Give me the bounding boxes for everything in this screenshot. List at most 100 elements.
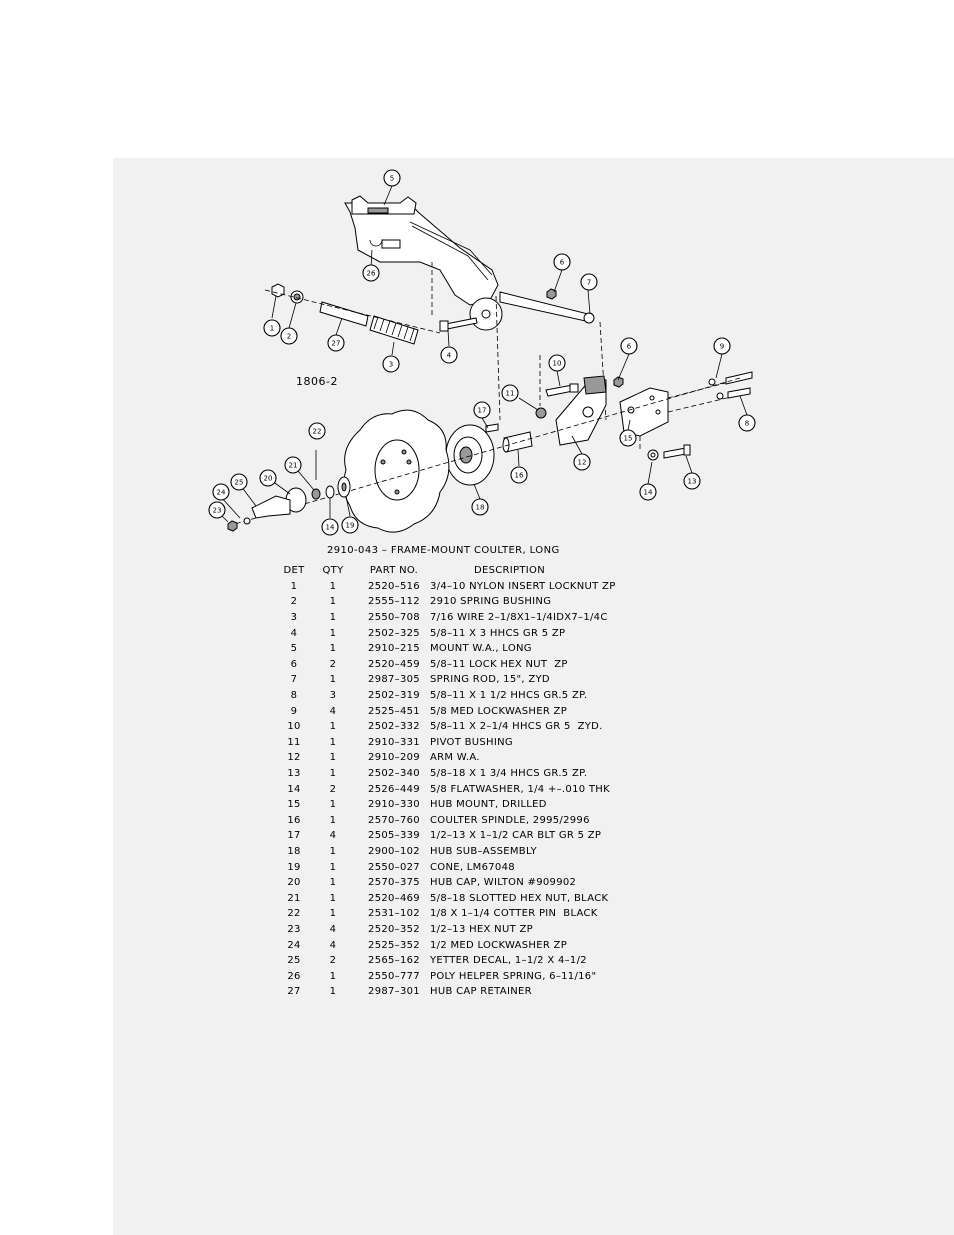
callout-bubble [713, 337, 731, 355]
callout-number: 19 [346, 522, 355, 530]
row-qty: 1 [329, 674, 337, 686]
row-qty: 1 [329, 845, 337, 857]
row-qty: 1 [329, 799, 337, 811]
row-part-no: 2550–708 [368, 612, 420, 624]
row-part-no: 2550–777 [368, 970, 420, 982]
row-qty: 1 [329, 970, 337, 982]
callout-bubble [501, 384, 519, 402]
row-description: POLY HELPER SPRING, 6–11/16" [430, 970, 597, 982]
callout-number: 13 [688, 478, 697, 486]
callout-number: 17 [478, 407, 487, 415]
row-part-no: 2502–325 [368, 627, 420, 639]
row-qty: 1 [329, 612, 337, 624]
parts-table-header: DET QTY PART NO. DESCRIPTION [280, 563, 734, 579]
row-det: 7 [290, 674, 298, 686]
row-qty: 1 [329, 721, 337, 733]
callout-number: 23 [213, 507, 222, 515]
callout-bubble [263, 319, 281, 337]
row-det: 14 [287, 783, 301, 795]
hub-mount-drawing [619, 387, 669, 437]
row-qty: 1 [329, 627, 337, 639]
row-description: 1/8 X 1–1/4 COTTER PIN BLACK [430, 908, 598, 920]
row-part-no: 2555–112 [368, 596, 420, 608]
row-part-no: 2526–449 [368, 783, 420, 795]
callout-bubble [548, 354, 566, 372]
row-part-no: 2910–215 [368, 643, 420, 655]
callout-number: 8 [745, 420, 749, 428]
callout-bubble [580, 273, 598, 291]
row-det: 11 [287, 736, 301, 748]
row-description: PIVOT BUSHING [430, 736, 513, 748]
row-det: 26 [287, 970, 301, 982]
col-header-det: DET [283, 565, 305, 577]
row-det: 15 [287, 799, 301, 811]
row-description: 1/2–13 X 1–1/2 CAR BLT GR 5 ZP [430, 830, 602, 842]
row-det: 18 [287, 845, 301, 857]
row-qty: 1 [329, 580, 337, 592]
row-det: 22 [287, 908, 301, 920]
callout-number: 12 [578, 459, 587, 467]
callout-bubble [553, 253, 571, 271]
row-qty: 4 [329, 939, 337, 951]
callout-bubble [383, 169, 401, 187]
row-part-no: 2910–331 [368, 736, 420, 748]
row-description: ARM W.A. [430, 752, 480, 764]
row-det: 5 [290, 643, 298, 655]
row-det: 10 [287, 721, 301, 733]
row-qty: 1 [329, 986, 337, 998]
row-qty: 3 [329, 690, 337, 702]
parts-table-title: 2910-043 – FRAME-MOUNT COULTER, LONG [327, 545, 560, 556]
callout-bubble [510, 466, 528, 484]
callout-number: 27 [332, 340, 341, 348]
row-qty: 1 [329, 861, 337, 873]
callout-number: 4 [447, 352, 452, 360]
callout-number: 21 [289, 462, 298, 470]
row-part-no: 2570–760 [368, 814, 420, 826]
row-description: 5/8–11 X 3 HHCS GR 5 ZP [430, 627, 566, 639]
callout-bubble [471, 498, 489, 516]
row-qty: 1 [329, 596, 337, 608]
page-background [113, 158, 954, 1235]
row-det: 24 [287, 939, 301, 951]
table-row: 26 1 2550–777 POLY HELPER SPRING, 6–11/16" [280, 968, 734, 984]
callout-number: 6 [560, 259, 565, 267]
row-description: 2910 SPRING BUSHING [430, 596, 552, 608]
row-qty: 1 [329, 892, 337, 904]
callout-bubble [573, 453, 591, 471]
callout-bubble [308, 422, 326, 440]
callout-bubble [284, 456, 302, 474]
row-description: 1/2–13 HEX NUT ZP [430, 923, 533, 935]
row-description: YETTER DECAL, 1–1/2 X 4–1/2 [430, 955, 587, 967]
callout-number: 25 [235, 479, 244, 487]
row-description: 5/8–11 LOCK HEX NUT ZP [430, 658, 568, 670]
row-det: 27 [287, 986, 301, 998]
callout-bubble [280, 327, 298, 345]
row-qty: 1 [329, 643, 337, 655]
callout-number: 10 [553, 360, 562, 368]
row-description: HUB SUB–ASSEMBLY [430, 845, 537, 857]
callout-bubble [619, 429, 637, 447]
spring-rod-drawing [499, 291, 591, 323]
row-description: HUB MOUNT, DRILLED [430, 799, 547, 811]
row-qty: 1 [329, 877, 337, 889]
callout-number: 14 [326, 524, 335, 532]
row-det: 13 [287, 768, 301, 780]
row-det: 17 [287, 830, 301, 842]
row-qty: 1 [329, 752, 337, 764]
row-description: 5/8–18 X 1 3/4 HHCS GR.5 ZP. [430, 768, 588, 780]
callout-bubble [230, 473, 248, 491]
row-det: 2 [290, 596, 298, 608]
row-qty: 2 [329, 783, 337, 795]
row-qty: 4 [329, 705, 337, 717]
callout-bubble [362, 264, 380, 282]
callout-number: 3 [389, 361, 393, 369]
